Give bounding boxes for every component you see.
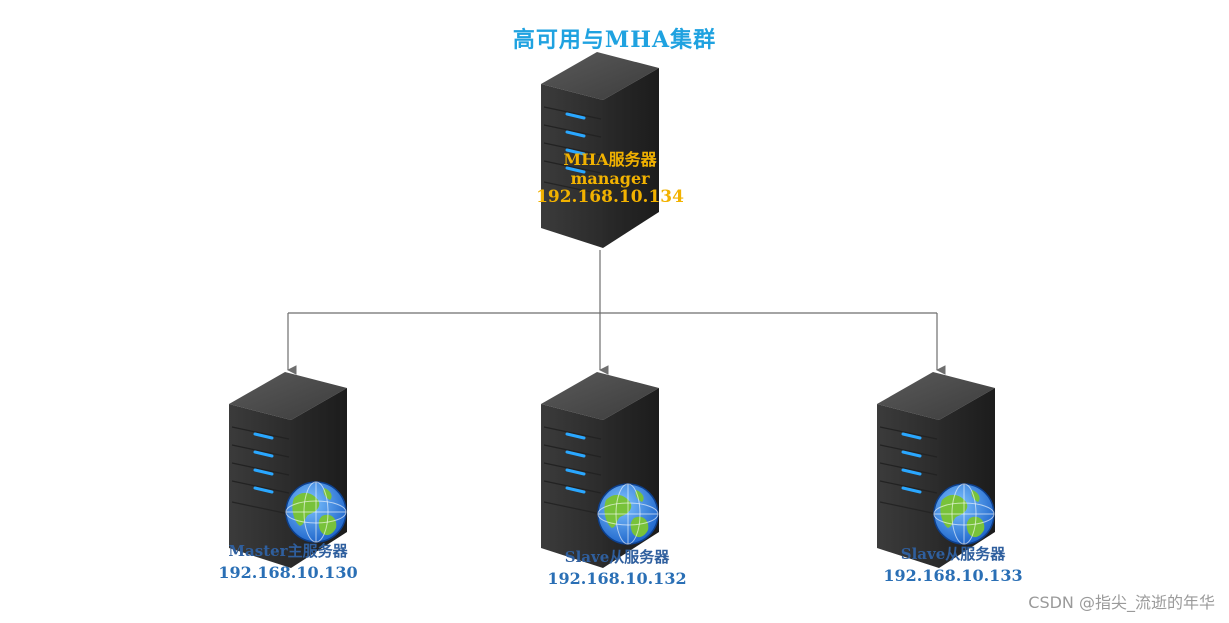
- watermark: CSDN @指尖_流逝的年华: [1028, 589, 1215, 613]
- manager-ip: 192.168.10.134: [535, 188, 685, 207]
- slave-2-label: Slave从服务器 192.168.10.133: [868, 543, 1038, 587]
- slave-1-label: Slave从服务器 192.168.10.132: [532, 546, 702, 590]
- slave-2-ip: 192.168.10.133: [868, 565, 1038, 587]
- manager-name: MHA服务器: [535, 150, 685, 169]
- manager-label: MHA服务器 manager 192.168.10.134: [535, 150, 685, 207]
- master-ip: 192.168.10.130: [203, 562, 373, 584]
- master-globe-icon: [286, 482, 346, 542]
- slave-2-globe-icon: [934, 484, 994, 544]
- master-name: Master主服务器: [203, 540, 373, 562]
- slave-1-globe-icon: [598, 484, 658, 544]
- diagram-title: 高可用与MHA集群: [0, 22, 1229, 54]
- master-label: Master主服务器 192.168.10.130: [203, 540, 373, 584]
- slave-1-ip: 192.168.10.132: [532, 568, 702, 590]
- slave-2-name: Slave从服务器: [868, 543, 1038, 565]
- manager-role: manager: [535, 169, 685, 188]
- slave-1-name: Slave从服务器: [532, 546, 702, 568]
- connector-lines: [288, 250, 937, 370]
